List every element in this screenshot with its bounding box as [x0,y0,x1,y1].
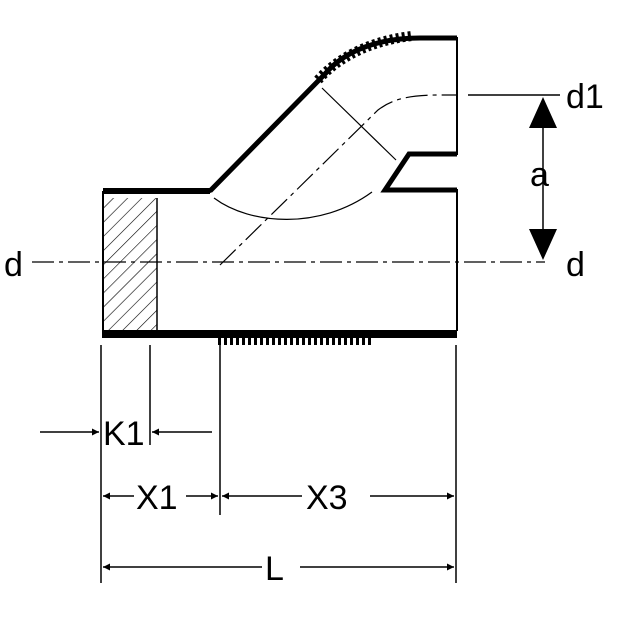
heating-coil-top [314,31,413,84]
label-x3: X3 [306,479,348,517]
label-k1: K1 [103,415,145,453]
label-a: a [530,156,549,194]
label-d-right: d [566,246,585,284]
branch-wall [208,35,457,193]
label-l: L [265,550,284,588]
dimension-x1 [103,476,218,514]
dimension-a [468,94,560,260]
x1-label-bg [134,476,186,514]
label-d1: d1 [566,78,604,116]
extension-lines [100,345,457,583]
dimension-x3 [222,474,454,516]
intersection-curve [213,191,373,220]
a-arrow-down [529,229,557,260]
inner-notch [380,151,457,193]
branch-centerline [219,94,457,266]
x3-label-bg [302,474,370,516]
socket-hatch [103,198,157,331]
label-x1: X1 [136,479,178,517]
fitting-body [32,31,545,345]
label-d-left: d [4,246,23,284]
l-label-bg [262,546,300,588]
dimension-l [103,546,454,588]
branch-socket-line [321,87,397,161]
a-arrow-up [529,97,557,128]
